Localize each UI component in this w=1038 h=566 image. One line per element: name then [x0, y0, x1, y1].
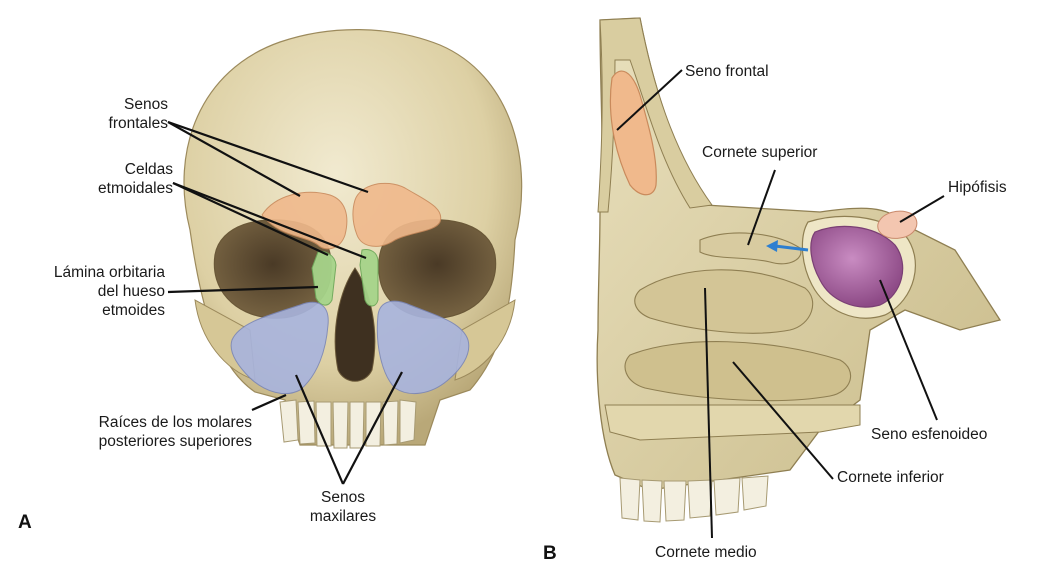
label-seno-esfenoideo: Seno esfenoideo — [871, 425, 987, 444]
panel-letter-b: B — [543, 543, 557, 565]
label-lamina-orbitaria: Lámina orbitaria del hueso etmoides — [5, 263, 165, 320]
label-raices-molares: Raíces de los molares posteriores superi… — [5, 413, 252, 451]
panel-b-sagittal — [597, 18, 1000, 538]
hard-palate — [605, 405, 860, 440]
label-celdas-etmoidales: Celdas etmoidales — [52, 160, 173, 198]
panel-letter-a: A — [18, 512, 32, 534]
label-senos-frontales: Senos frontales — [52, 95, 168, 133]
label-cornete-medio: Cornete medio — [655, 543, 757, 562]
label-cornete-inferior: Cornete inferior — [837, 468, 944, 487]
label-seno-frontal: Seno frontal — [685, 62, 769, 81]
label-senos-maxilares: Senos maxilares — [283, 488, 403, 526]
upper-teeth-sagittal — [620, 476, 768, 522]
label-hipofisis: Hipófisis — [948, 178, 1007, 197]
ethmoid-cells-left — [312, 252, 336, 306]
label-cornete-superior: Cornete superior — [702, 143, 817, 162]
